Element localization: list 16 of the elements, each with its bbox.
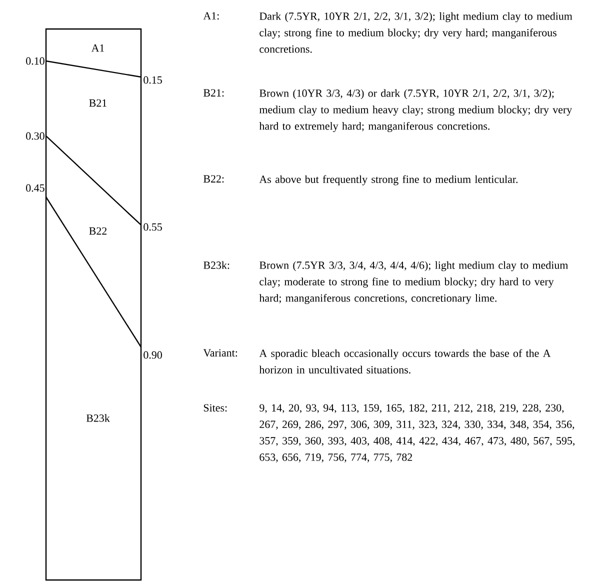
horizon-label: B22 — [89, 227, 107, 235]
horizon-description: Brown (7.5YR 3/3, 3/4, 4/3, 4/4, 4/6); light medium clay to medium clay; moderate to strong fine to medium blocky; dry hard to very hard; manganiferous concretions, concretionary lime. — [259, 261, 568, 304]
horizon-label: B23k — [86, 414, 110, 422]
horizon-term: Variant: — [203, 349, 238, 357]
horizon-label: A1 — [91, 44, 104, 52]
horizon-term: A1: — [203, 12, 219, 20]
horizon-term: B23k: — [204, 261, 230, 269]
horizon-description: As above but frequently strong fine to medium lenticular. — [259, 175, 518, 186]
horizon-term: B22: — [204, 175, 224, 183]
horizon-description: A sporadic bleach occasionally occurs towards the base of the A horizon in uncultivated situations. — [259, 349, 551, 374]
horizon-description: Dark (7.5YR, 10YR 2/1, 2/2, 3/1, 3/2); light medium clay to medium clay; strong fine to medium blocky; dry very hard; manganiferous concretions. — [260, 12, 572, 53]
horizon-term: B21: — [204, 89, 224, 97]
horizon-label: B21 — [89, 99, 106, 107]
horizon-term: Sites: — [204, 404, 227, 412]
horizon-description: Brown (10YR 3/3, 4/3) or dark (7.5YR, 10YR 2/1, 2/2, 3/1, 3/2); medium clay to medium heavy clay; strong medium blocky; dry very hard to extremely hard; manganiferous concretions. — [259, 89, 572, 132]
horizon-description: 9, 14, 20, 93, 94, 113, 159, 165, 182, 211, 212, 218, 219, 228, 230, 267, 269, 286, 297, 306, 309, 311, 323, 324, 330, 334, 348, 354, 356, 357, 359, 360, 393, 403, 408, 414, 422, 434, 467, 473, 480, 567, 595, 653, 656, 719, 756, 774, 775, 782 — [260, 404, 574, 462]
